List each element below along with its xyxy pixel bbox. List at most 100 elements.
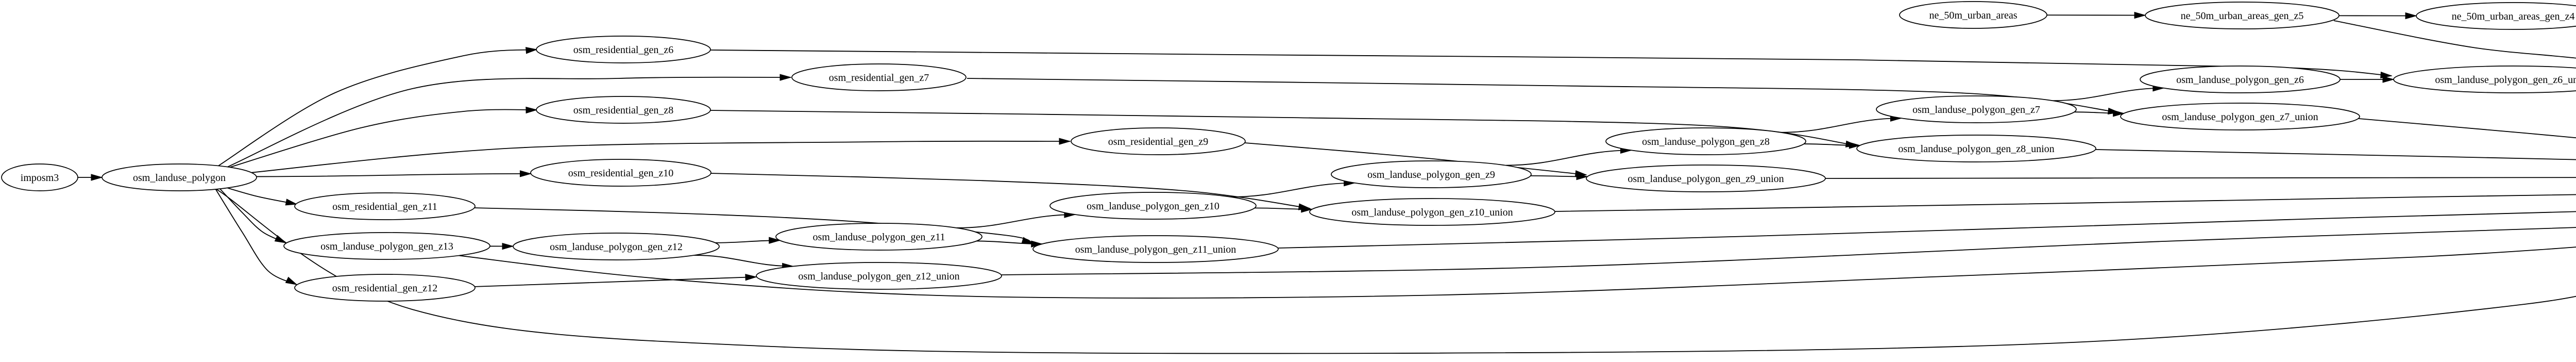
- edge-ne_50m_urban_areas_gen_z5-to-layer_landuse:z5: [2333, 20, 2576, 59]
- node-ellipse: [2393, 65, 2576, 93]
- node-label: osm_landuse_polygon_gen_z7: [1912, 104, 2040, 116]
- edge-osm_landuse_polygon_gen_z11_union-to-layer_landuse:z11: [1278, 211, 2576, 249]
- edge-osm_landuse_polygon-to-osm_residential_gen_z7: [222, 74, 792, 170]
- node-label: osm_landuse_polygon_gen_z8: [1642, 136, 1770, 147]
- node-label: osm_landuse_polygon_gen_z9_union: [1628, 173, 1784, 185]
- node-osm_residential_gen_z7: osm_residential_gen_z7: [791, 63, 967, 91]
- edge-osm_landuse_polygon-to-osm_residential_gen_z10: [256, 170, 532, 177]
- node-label: osm_landuse_polygon_gen_z6_union: [2435, 74, 2576, 86]
- edge-osm_landuse_polygon_gen_z7-to-osm_landuse_polygon_gen_z6: [2053, 85, 2165, 102]
- edge-osm_landuse_polygon_gen_z9-to-osm_landuse_polygon_gen_z9_union: [1530, 173, 1588, 180]
- node-ne_50m_urban_areas_gen_z4: ne_50m_urban_areas_gen_z4: [2416, 2, 2576, 30]
- node-imposm3: imposm3: [1, 163, 78, 191]
- node-ellipse: [513, 233, 720, 260]
- node-ellipse: [1049, 192, 1257, 220]
- node-ellipse: [2416, 2, 2576, 30]
- edge-osm_landuse_polygon-to-osm_residential_gen_z12: [215, 188, 298, 285]
- node-label: osm_landuse_polygon: [133, 172, 226, 184]
- node-label: osm_residential_gen_z9: [1108, 136, 1208, 147]
- node-osm_landuse_polygon_gen_z6: osm_landuse_polygon_gen_z6: [2140, 65, 2341, 93]
- node-label: osm_landuse_polygon_gen_z8_union: [1898, 143, 2054, 155]
- node-label: osm_landuse_polygon_gen_z7_union: [2162, 111, 2318, 123]
- edge-osm_residential_gen_z6-to-osm_landuse_polygon_gen_z6_union: [709, 50, 2393, 79]
- node-label: imposm3: [21, 172, 59, 184]
- node-ellipse: [1309, 198, 1555, 226]
- edge-osm_landuse_polygon_gen_z9_union-to-layer_landuse:z9: [1825, 177, 2576, 179]
- edge-osm_landuse_polygon-to-osm_residential_gen_z8: [218, 106, 538, 171]
- node-ne_50m_urban_areas: ne_50m_urban_areas: [1899, 1, 2047, 29]
- node-osm_landuse_polygon_gen_z8_union: osm_landuse_polygon_gen_z8_union: [1856, 135, 2096, 162]
- node-osm_landuse_polygon_gen_z9_union: osm_landuse_polygon_gen_z9_union: [1586, 164, 1826, 192]
- node-ellipse: [775, 223, 982, 251]
- edge-osm_residential_gen_z11-to-osm_landuse_polygon_gen_z11_union: [472, 207, 1034, 244]
- edge-osm_residential_gen_z12-to-osm_landuse_polygon_gen_z12_union: [472, 274, 757, 287]
- node-ellipse: [791, 63, 967, 91]
- node-ellipse: [1899, 1, 2047, 29]
- edge-layer: [77, 11, 2576, 354]
- node-ellipse: [2140, 65, 2341, 93]
- node-osm_residential_gen_z6: osm_residential_gen_z6: [536, 36, 711, 63]
- node-osm_residential_gen_z11: osm_residential_gen_z11: [294, 192, 476, 220]
- node-ellipse: [1605, 127, 1806, 155]
- node-ellipse: [536, 96, 711, 124]
- node-ellipse: [536, 36, 711, 63]
- node-osm_residential_gen_z12: osm_residential_gen_z12: [294, 274, 476, 302]
- node-osm_landuse_polygon_gen_z11_union: osm_landuse_polygon_gen_z11_union: [1032, 235, 1279, 263]
- node-osm_landuse_polygon_gen_z8: osm_landuse_polygon_gen_z8: [1605, 127, 1806, 155]
- node-label: osm_landuse_polygon_gen_z12_union: [798, 271, 959, 282]
- node-label: osm_residential_gen_z8: [573, 105, 673, 116]
- node-ellipse: [1032, 235, 1279, 263]
- node-ellipse: [2120, 103, 2360, 130]
- node-label: osm_landuse_polygon_gen_z11: [812, 232, 945, 243]
- node-osm_landuse_polygon_gen_z7_union: osm_landuse_polygon_gen_z7_union: [2120, 103, 2360, 130]
- node-label: osm_residential_gen_z6: [573, 44, 673, 56]
- edge-osm_landuse_polygon_gen_z10_union-to-layer_landuse:z10: [1554, 194, 2576, 212]
- node-osm_landuse_polygon_gen_z10: osm_landuse_polygon_gen_z10: [1049, 192, 1257, 220]
- node-label: osm_residential_gen_z10: [568, 168, 673, 179]
- node-osm_landuse_polygon_gen_z10_union: osm_landuse_polygon_gen_z10_union: [1309, 198, 1555, 226]
- node-label: osm_residential_gen_z7: [829, 72, 929, 84]
- node-ellipse: [294, 274, 476, 302]
- node-ellipse: [530, 159, 711, 187]
- node-label: osm_landuse_polygon_gen_z12: [550, 241, 683, 253]
- node-ellipse: [1331, 160, 1532, 188]
- node-label: osm_residential_gen_z12: [332, 283, 437, 294]
- node-ellipse: [1, 163, 78, 191]
- edge-osm_landuse_polygon_gen_z11-to-osm_landuse_polygon_gen_z11_union: [976, 240, 1043, 248]
- node-ne_50m_urban_areas_gen_z5: ne_50m_urban_areas_gen_z5: [2145, 2, 2340, 29]
- node-osm_landuse_polygon_gen_z13: osm_landuse_polygon_gen_z13: [283, 232, 490, 260]
- edge-osm_landuse_polygon-to-layer_landuse:z14+: [216, 189, 2576, 354]
- node-label: osm_landuse_polygon_gen_z13: [320, 241, 453, 252]
- node-label: ne_50m_urban_areas: [1929, 10, 2017, 21]
- node-osm_landuse_polygon_gen_z7: osm_landuse_polygon_gen_z7: [1876, 95, 2077, 123]
- node-label: ne_50m_urban_areas_gen_z5: [2181, 10, 2304, 22]
- edge-osm_landuse_polygon_gen_z10-to-osm_landuse_polygon_gen_z10_union: [1255, 206, 1313, 213]
- edge-osm_landuse_polygon-to-osm_residential_gen_z9: [230, 138, 1071, 175]
- node-ellipse: [1876, 95, 2077, 123]
- edge-osm_residential_gen_z10-to-osm_landuse_polygon_gen_z10_union: [708, 173, 1311, 210]
- node-osm_landuse_polygon_gen_z12_union: osm_landuse_polygon_gen_z12_union: [756, 262, 1002, 290]
- node-osm_landuse_polygon_gen_z12: osm_landuse_polygon_gen_z12: [513, 233, 720, 260]
- edge-osm_landuse_polygon_gen_z8_union-to-layer_landuse:z8: [2095, 149, 2576, 160]
- node-osm_residential_gen_z9: osm_residential_gen_z9: [1071, 127, 1246, 155]
- edge-osm_landuse_polygon_gen_z12-to-osm_landuse_polygon_gen_z11: [715, 237, 781, 244]
- edge-osm_landuse_polygon_gen_z7_union-to-layer_landuse:z7: [2358, 118, 2576, 139]
- node-label: osm_landuse_polygon_gen_z9: [1367, 169, 1495, 180]
- node-ellipse: [101, 163, 257, 191]
- node-ellipse: [2145, 2, 2340, 29]
- edge-osm_landuse_polygon_gen_z12-to-osm_landuse_polygon_gen_z12_union: [694, 255, 794, 270]
- node-label: osm_landuse_polygon_gen_z10: [1087, 201, 1219, 212]
- node-osm_landuse_polygon_gen_z6_union: osm_landuse_polygon_gen_z6_union: [2393, 65, 2576, 93]
- node-label: osm_landuse_polygon_gen_z10_union: [1351, 207, 1513, 218]
- edge-osm_landuse_polygon_gen_z11-to-osm_landuse_polygon_gen_z10: [957, 211, 1076, 228]
- node-label: osm_residential_gen_z11: [332, 201, 437, 212]
- edge-osm_residential_gen_z9-to-osm_landuse_polygon_gen_z9_union: [1244, 142, 1587, 177]
- node-osm_landuse_polygon_gen_z9: osm_landuse_polygon_gen_z9: [1331, 160, 1532, 188]
- edge-osm_landuse_polygon_gen_z12_union-to-layer_landuse:z12: [1001, 227, 2576, 275]
- node-label: osm_landuse_polygon_gen_z11_union: [1075, 244, 1236, 255]
- edge-osm_landuse_polygon-to-osm_residential_gen_z6: [216, 47, 538, 168]
- node-label: osm_landuse_polygon_gen_z6: [2176, 74, 2304, 86]
- node-osm_residential_gen_z10: osm_residential_gen_z10: [530, 159, 711, 187]
- edge-osm_landuse_polygon_gen_z8-to-osm_landuse_polygon_gen_z7: [1781, 114, 1903, 133]
